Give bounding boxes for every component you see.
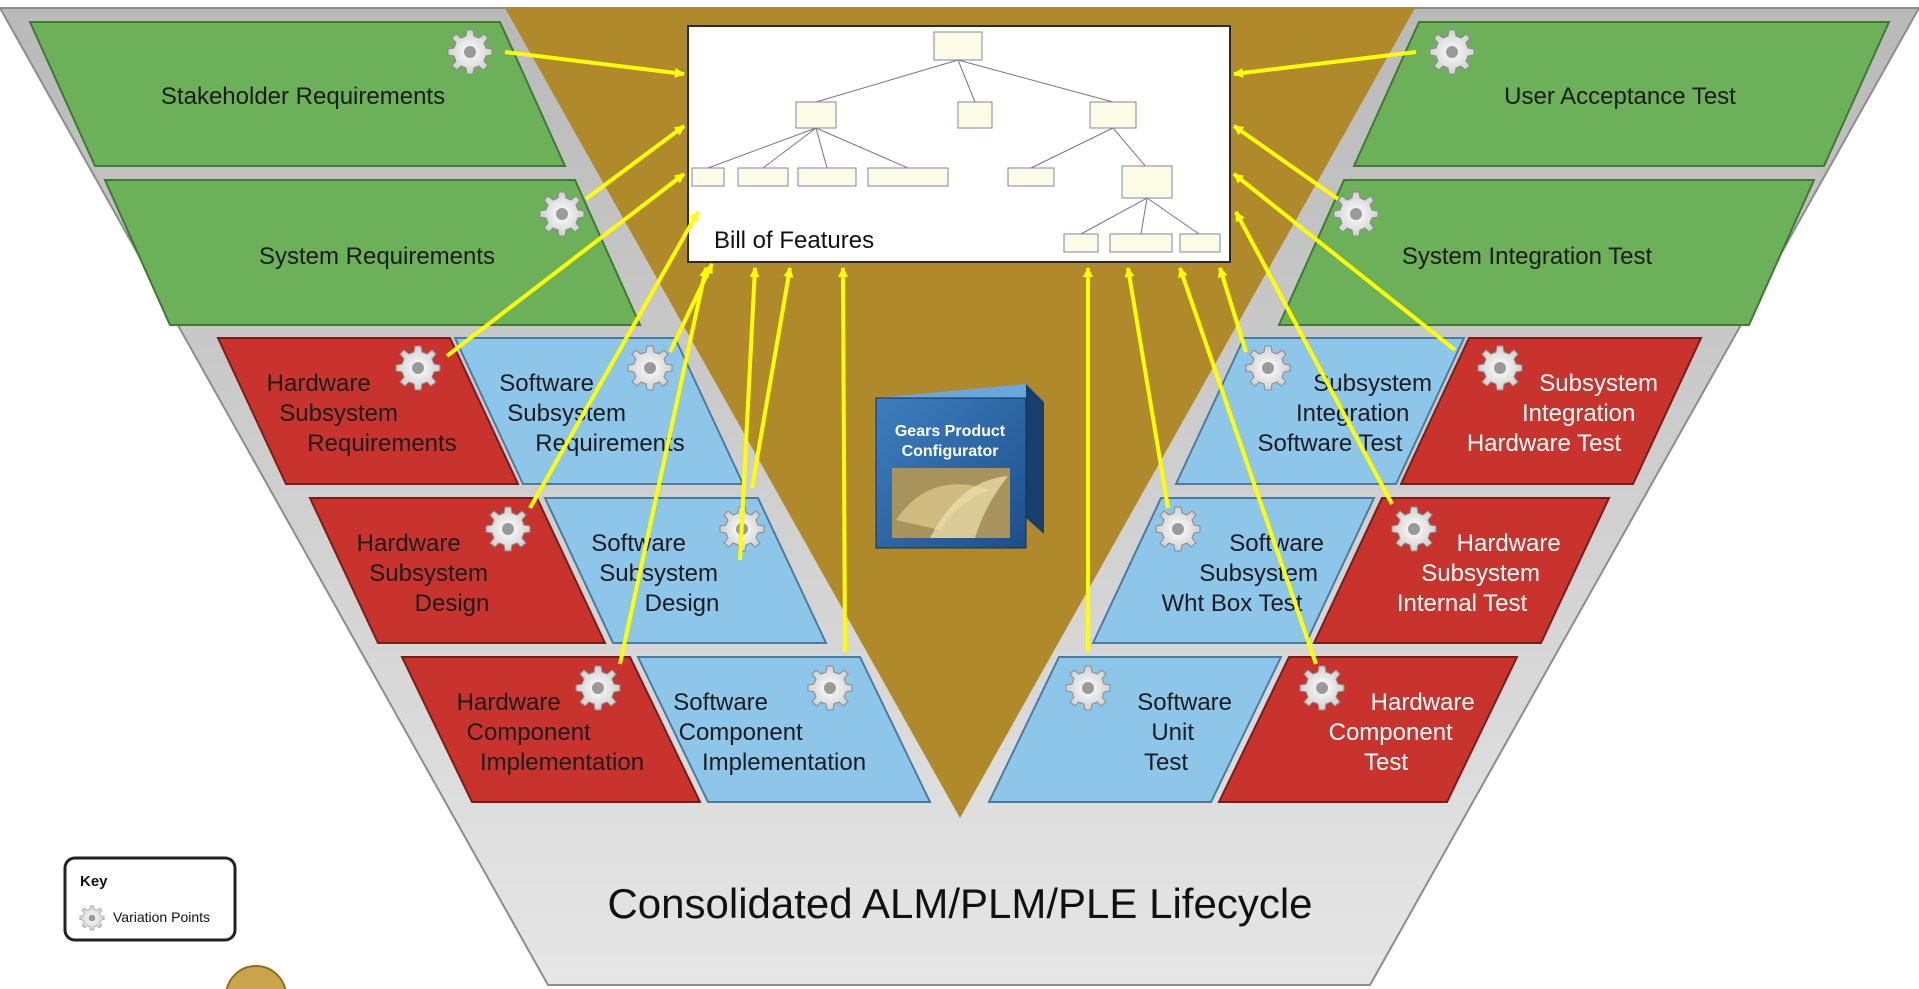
sw-component-implementation-block: Software Component Implementation bbox=[636, 656, 932, 803]
variation-point-icon bbox=[1391, 506, 1437, 552]
variation-point-icon bbox=[1333, 191, 1379, 237]
variation-arrows bbox=[445, 50, 1457, 665]
sw-subsystem-design-label: Software Subsystem Design bbox=[591, 530, 724, 617]
user-acceptance-test-label: User Acceptance Test bbox=[1504, 83, 1736, 110]
hw-component-implementation-label: Hardware Component Implementation bbox=[457, 689, 644, 776]
key-variation-points: Variation Points bbox=[113, 909, 210, 925]
variation-point-icon bbox=[79, 905, 105, 931]
bill-of-features-box: Bill of Features bbox=[687, 25, 1231, 263]
sw-subsystem-design-block: Software Subsystem Design bbox=[543, 497, 828, 644]
variation-point-icon bbox=[1299, 665, 1345, 711]
variation-point-icon bbox=[1477, 345, 1523, 391]
sw-unit-test-block: Software Unit Test bbox=[987, 656, 1283, 803]
hw-component-test-block: Hardware Component Test bbox=[1217, 656, 1519, 803]
gears-product-configurator-cube: Gears Product Configurator bbox=[875, 384, 1044, 549]
hw-subsystem-requirements-label: Hardware Subsystem Requirements bbox=[267, 370, 457, 457]
gold-seal-icon bbox=[225, 965, 287, 989]
variation-point-icon bbox=[627, 345, 673, 391]
system-requirements-block: System Requirements bbox=[103, 179, 642, 326]
variation-point-icon bbox=[539, 191, 585, 237]
variation-point-icon bbox=[1245, 345, 1291, 391]
user-acceptance-test-block: User Acceptance Test bbox=[1352, 21, 1891, 167]
variation-point-icon bbox=[1429, 29, 1475, 75]
sw-unit-test-label: Software Unit Test bbox=[1137, 689, 1238, 776]
variation-point-icon bbox=[807, 665, 853, 711]
hw-subsystem-internal-test-label: Hardware Subsystem Internal Test bbox=[1397, 530, 1568, 617]
variation-point-icon bbox=[575, 665, 621, 711]
system-requirements-label: System Requirements bbox=[259, 243, 495, 270]
stakeholder-requirements-label: Stakeholder Requirements bbox=[161, 83, 445, 110]
hw-component-test-label: Hardware Component Test bbox=[1329, 689, 1482, 776]
key-title: Key bbox=[80, 873, 108, 890]
system-integration-test-label: System Integration Test bbox=[1402, 243, 1653, 270]
hw-subsystem-requirements-block: Hardware Subsystem Requirements bbox=[216, 337, 520, 485]
hw-component-implementation-block: Hardware Component Implementation bbox=[400, 656, 702, 803]
hw-subsystem-internal-test-block: Hardware Subsystem Internal Test bbox=[1312, 497, 1611, 644]
configurator-line2: Configurator bbox=[902, 443, 999, 460]
variation-point-icon bbox=[447, 29, 493, 75]
key-legend: Key Variation Points bbox=[63, 856, 237, 942]
sw-subsystem-integration-test-label: Subsystem Integration Software Test bbox=[1258, 370, 1439, 457]
variation-point-icon bbox=[1155, 506, 1201, 552]
variation-point-icon bbox=[395, 345, 441, 391]
sw-subsystem-integration-test-block: Subsystem Integration Software Test bbox=[1174, 337, 1466, 485]
bill-of-features-title: Bill of Features bbox=[714, 227, 874, 254]
sw-component-implementation-label: Software Component Implementation bbox=[673, 689, 866, 776]
variation-point-icon bbox=[485, 506, 531, 552]
system-integration-test-block: System Integration Test bbox=[1277, 179, 1816, 326]
configurator-line1: Gears Product bbox=[895, 423, 1006, 440]
stakeholder-requirements-block: Stakeholder Requirements bbox=[28, 21, 567, 167]
lifecycle-title: Consolidated ALM/PLM/PLE Lifecycle bbox=[607, 880, 1312, 927]
feature-tree bbox=[707, 59, 1200, 235]
variation-point-icon bbox=[1065, 665, 1111, 711]
hw-subsystem-integration-test-label: Subsystem Integration Hardware Test bbox=[1467, 370, 1665, 457]
feature-nodes bbox=[691, 31, 1221, 253]
hw-subsystem-design-block: Hardware Subsystem Design bbox=[308, 497, 607, 644]
hw-subsystem-design-label: Hardware Subsystem Design bbox=[357, 530, 495, 617]
hw-subsystem-integration-test-block: Subsystem Integration Hardware Test bbox=[1399, 337, 1703, 485]
